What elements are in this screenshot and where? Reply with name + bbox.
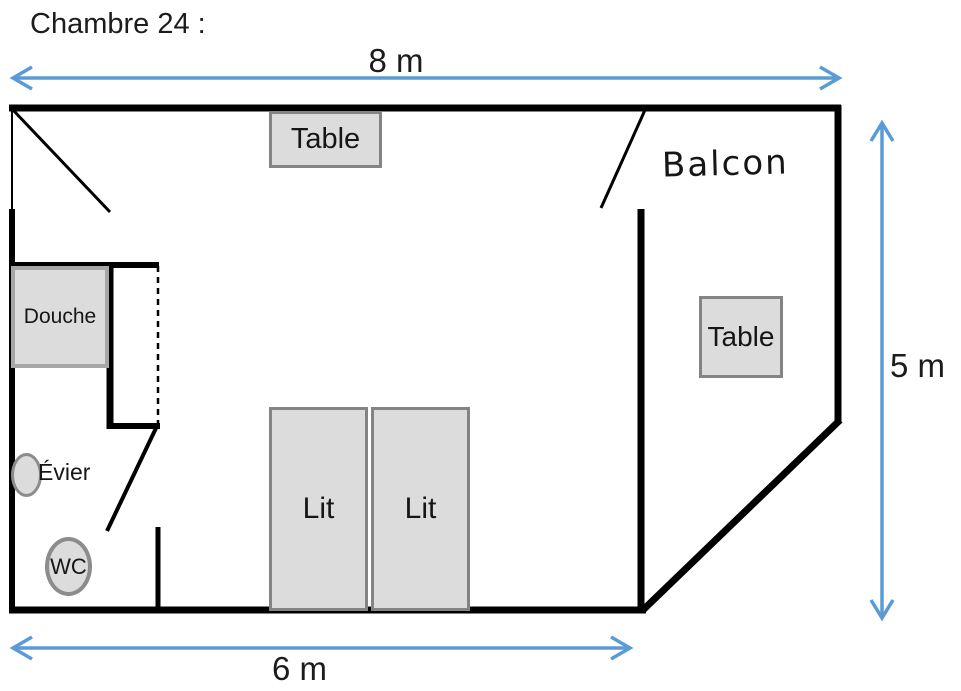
top-arrow-right-head (819, 65, 843, 91)
sink-shape (11, 453, 42, 497)
toilet-label: WC (50, 553, 87, 579)
balcony-diagonal-wall (640, 417, 843, 613)
bed-2-label: Lit (404, 492, 437, 525)
table-balcony-label: Table (707, 321, 775, 352)
table-top: Table (269, 111, 382, 168)
shower-box: Douche (11, 266, 109, 368)
balcony-door-swing (599, 109, 647, 209)
table-balcony: Table (699, 296, 783, 378)
table-top-label: Table (290, 123, 361, 155)
right-arrow-top-head (869, 119, 895, 142)
right-dimension-label: 5 m (890, 347, 946, 384)
entry-door-swing (11, 108, 112, 214)
bed-2: Lit (371, 407, 470, 611)
bottom-arrow-right-head (610, 635, 634, 661)
bathroom-door-swing (105, 425, 159, 532)
page-title: Chambre 24 : (30, 8, 206, 40)
bottom-arrow-left-head (9, 635, 33, 661)
bed-1-label: Lit (302, 492, 335, 525)
top-dimension-label: 8 m (368, 42, 424, 79)
top-arrow-left-head (9, 65, 33, 91)
sink-label: Évier (38, 459, 91, 485)
bottom-dimension-label: 6 m (272, 650, 328, 687)
bed-1: Lit (269, 407, 368, 611)
right-arrow-bottom-head (869, 599, 895, 622)
shower-label: Douche (23, 305, 97, 328)
toilet-shape: WC (45, 537, 92, 596)
balcony-label: Balcon (661, 142, 790, 186)
